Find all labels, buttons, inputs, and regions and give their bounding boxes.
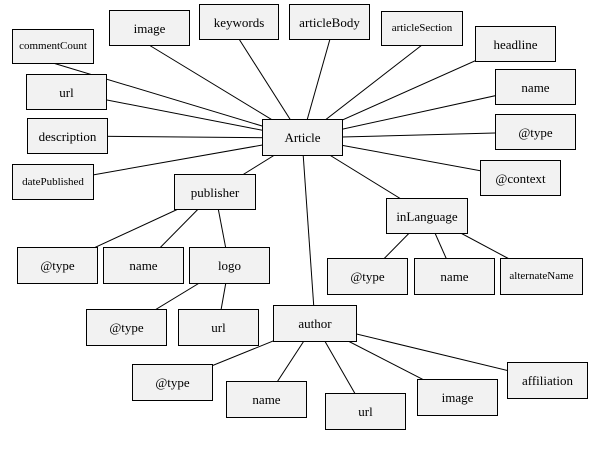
node-publisher-type[interactable]: @type	[17, 247, 98, 284]
node-keywords[interactable]: keywords	[199, 4, 279, 40]
node-author-name[interactable]: name	[226, 381, 307, 418]
node-headline[interactable]: headline	[475, 26, 556, 62]
node-image[interactable]: image	[109, 10, 190, 46]
node-author-type[interactable]: @type	[132, 364, 213, 401]
node-author-affiliation[interactable]: affiliation	[507, 362, 588, 399]
node-logo-url[interactable]: url	[178, 309, 259, 346]
node-in-language-alternate-name[interactable]: alternateName	[500, 258, 583, 295]
node-in-language-name[interactable]: name	[414, 258, 495, 295]
node-logo-type[interactable]: @type	[86, 309, 167, 346]
node-article-section[interactable]: articleSection	[381, 11, 463, 46]
node-publisher-name[interactable]: name	[103, 247, 184, 284]
node-description[interactable]: description	[27, 118, 108, 154]
node-logo[interactable]: logo	[189, 247, 270, 284]
node-url[interactable]: url	[26, 74, 107, 110]
node-context[interactable]: @context	[480, 160, 561, 196]
node-author[interactable]: author	[273, 305, 357, 342]
edge-article-author	[301, 137, 316, 325]
edge-article-datepublished	[52, 137, 303, 183]
node-publisher[interactable]: publisher	[174, 174, 256, 210]
node-article-body[interactable]: articleBody	[289, 4, 370, 40]
node-article[interactable]: Article	[262, 119, 343, 156]
node-in-language[interactable]: inLanguage	[386, 198, 468, 234]
node-date-published[interactable]: datePublished	[12, 164, 94, 200]
node-name[interactable]: name	[495, 69, 576, 105]
node-comment-count[interactable]: commentCount	[12, 29, 94, 64]
node-type[interactable]: @type	[495, 114, 576, 150]
node-author-image[interactable]: image	[417, 379, 498, 416]
node-author-url[interactable]: url	[325, 393, 406, 430]
node-in-language-type[interactable]: @type	[327, 258, 408, 295]
